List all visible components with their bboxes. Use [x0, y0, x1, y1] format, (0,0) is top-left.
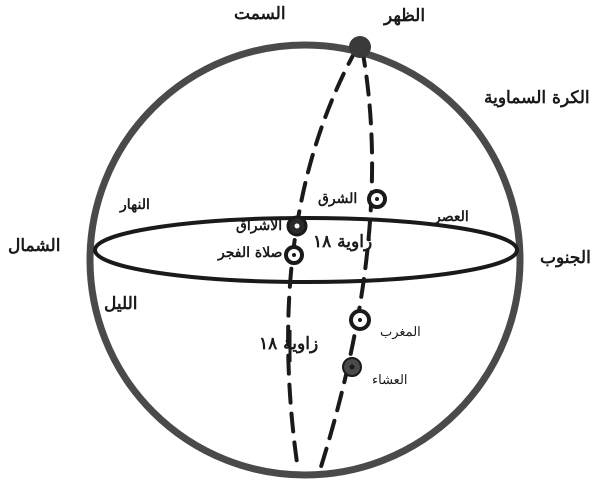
- fajr-marker-center: [292, 253, 296, 257]
- nighttime-label: الليل: [104, 296, 138, 313]
- fajr-label: صلاة الفجر: [218, 246, 282, 260]
- angle-18-left-label: زاوية ١٨: [259, 336, 318, 353]
- sunset-marker-center: [358, 318, 362, 322]
- isha-marker-center: [350, 365, 355, 370]
- sunrise-label: الشرق: [318, 192, 357, 206]
- zenith-label: السمت: [234, 6, 286, 23]
- daytime-label: النهار: [120, 198, 150, 212]
- isha-label: العشاء: [372, 374, 408, 387]
- ishraq-label: الاشراق: [236, 219, 282, 233]
- afternoon-label: العصر: [434, 210, 469, 224]
- celestial-sphere-label: الكرة السماوية: [484, 90, 590, 107]
- south-label: الجنوب: [540, 250, 591, 267]
- sunrise-marker-center: [375, 197, 379, 201]
- ishraq-marker-center: [295, 224, 300, 229]
- north-label: الشمال: [8, 238, 60, 255]
- celestial-sphere-outline: [90, 45, 520, 475]
- noon-sun-dot: [349, 36, 371, 58]
- sunset-label: المغرب: [380, 326, 421, 339]
- angle-18-top-label: زاوية ١٨: [313, 234, 372, 251]
- noon-label: الظهر: [384, 8, 425, 25]
